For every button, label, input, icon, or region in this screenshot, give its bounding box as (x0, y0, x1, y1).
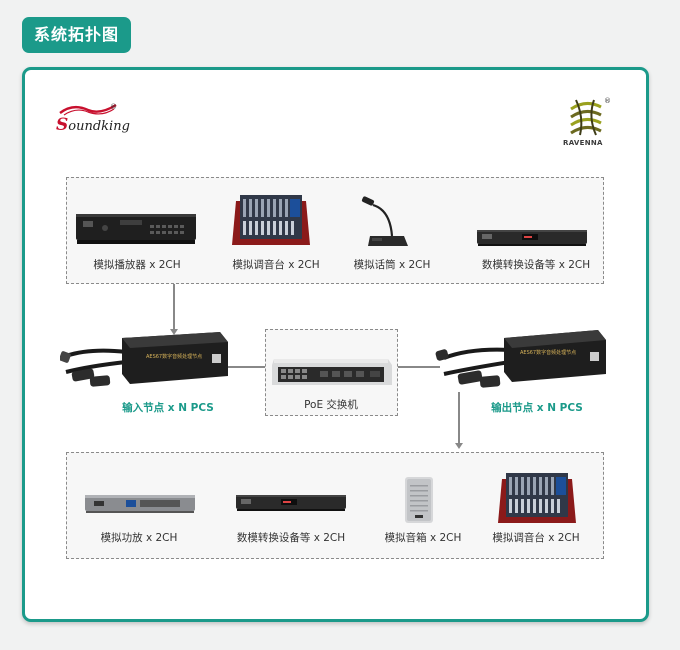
amplifier-rack-icon (85, 495, 195, 513)
source-label-mic: 模拟话筒 x 2CH (353, 259, 431, 271)
output-label-mixer: 模拟调音台 x 2CH (492, 532, 580, 544)
media-player-rack-icon (76, 214, 196, 244)
switch-label: PoE 交换机 (304, 399, 358, 411)
mixer-console-icon (498, 473, 576, 523)
output-label-amp: 模拟功放 x 2CH (100, 532, 178, 544)
output-label-converter: 数模转换设备等 x 2CH (236, 532, 346, 544)
input-node-device (60, 332, 228, 387)
connector-line (228, 366, 267, 368)
converter-rack-icon (236, 495, 346, 511)
poe-switch-icon (272, 359, 392, 385)
mixer-console-icon (232, 195, 310, 245)
connector-line (173, 284, 175, 330)
arrow-down-icon (455, 443, 463, 449)
source-label-converter: 数模转换设备等 x 2CH (481, 259, 591, 271)
gooseneck-microphone-icon (361, 196, 408, 246)
output-label-speaker: 模拟音箱 x 2CH (384, 532, 462, 544)
source-label-mixer: 模拟调音台 x 2CH (232, 259, 320, 271)
source-label-player: 模拟播放器 x 2CH (93, 259, 181, 271)
page-title: 系统拓扑图 (22, 17, 131, 53)
connector-line (458, 392, 460, 444)
input-node-label: 输入节点 x N PCS (122, 402, 214, 414)
connector-line (398, 366, 440, 368)
ravenna-logo: ® RAVENNA (563, 97, 611, 147)
arrow-down-icon (170, 329, 178, 335)
speaker-icon (405, 477, 433, 523)
output-node-label: 输出节点 x N PCS (491, 402, 583, 414)
soundking-logo: Soundking ® (56, 103, 130, 135)
output-node-device (435, 330, 606, 388)
output-node-device-text: AES67数字音频处理节点 (520, 350, 577, 356)
converter-rack-icon (477, 230, 587, 246)
input-node-device-text: AES67数字音频处理节点 (146, 354, 203, 360)
